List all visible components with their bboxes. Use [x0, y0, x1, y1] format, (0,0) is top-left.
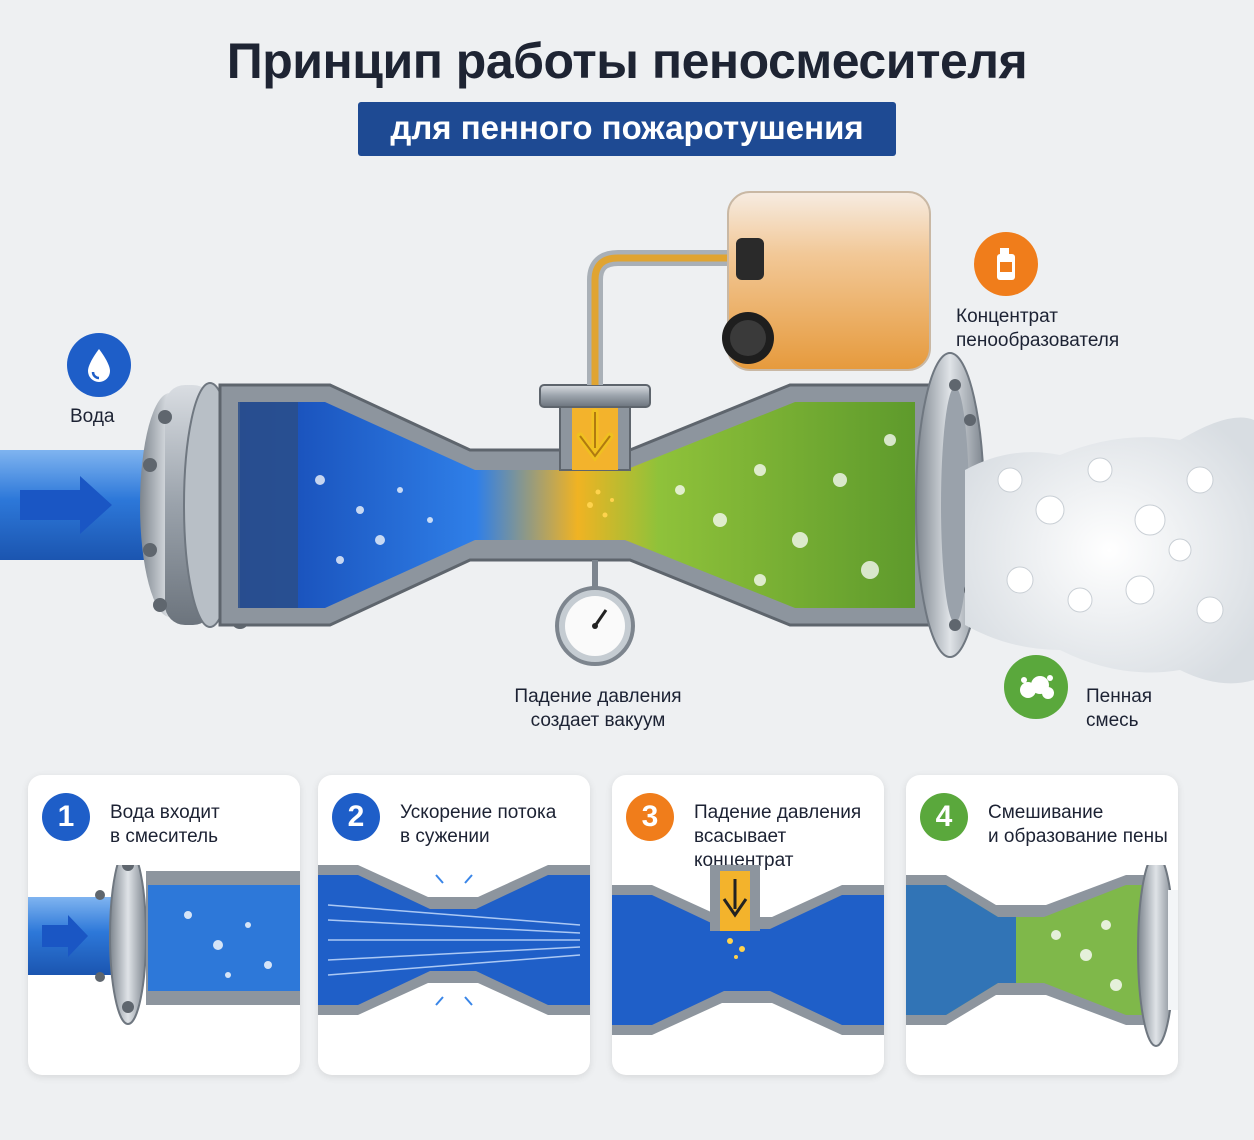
step-3-line1: Падение давления [694, 802, 862, 823]
main-mixer-diagram [0, 191, 1254, 684]
step-2-illustration [318, 865, 590, 1015]
vacuum-label-line1: Падение давления [514, 686, 682, 707]
step-1-line2: в смеситель [110, 826, 219, 847]
step-text-4: Смешивание и образование пены [988, 801, 1178, 849]
foam-label: Пенная смесь [1086, 685, 1152, 733]
vacuum-label-line2: создает вакуум [530, 710, 666, 731]
step-2-line2: в сужении [400, 826, 490, 847]
step-4-line1: Смешивание [988, 802, 1104, 823]
step-card-4: 4 Смешивание и образование пены [906, 775, 1178, 1075]
step-3-illustration [612, 865, 884, 1035]
step-text-3: Падение давления всасывает концентрат [694, 801, 884, 873]
concentrate-label: Концентрат пенообразователя [956, 305, 1119, 353]
foam-label-line1: Пенная [1086, 686, 1153, 707]
step-card-3: 3 Падение давления всасывает концентрат [612, 775, 884, 1075]
step-4-line2: и образование пены [988, 826, 1168, 847]
step-1-illustration [28, 865, 300, 1025]
step-card-2: 2 Ускорение потока в сужении [318, 775, 590, 1075]
concentrate-label-line2: пенообразователя [956, 330, 1120, 351]
step-number-3: 3 [626, 793, 674, 841]
canister-icon [974, 232, 1038, 296]
foam-bubbles-icon [1004, 655, 1068, 719]
step-card-1: 1 Вода входит в смеситель [28, 775, 300, 1075]
step-4-illustration [906, 865, 1178, 1047]
step-number-2: 2 [332, 793, 380, 841]
foam-label-line2: смесь [1086, 710, 1139, 731]
step-3-line2: всасывает [694, 826, 787, 847]
step-text-1: Вода входит в смеситель [110, 801, 300, 849]
page-title: Принцип работы пеносмесителя [226, 33, 1028, 89]
step-number-4: 4 [920, 793, 968, 841]
vacuum-label: Падение давления создает вакуум [505, 685, 691, 733]
page-subtitle: для пенного пожаротушения [358, 102, 896, 156]
concentrate-label-line1: Концентрат [956, 306, 1058, 327]
water-drop-icon [67, 333, 131, 397]
step-number-1: 1 [42, 793, 90, 841]
step-1-line1: Вода входит [110, 802, 220, 823]
step-text-2: Ускорение потока в сужении [400, 801, 590, 849]
step-2-line1: Ускорение потока [400, 802, 557, 823]
water-label: Вода [70, 406, 115, 427]
